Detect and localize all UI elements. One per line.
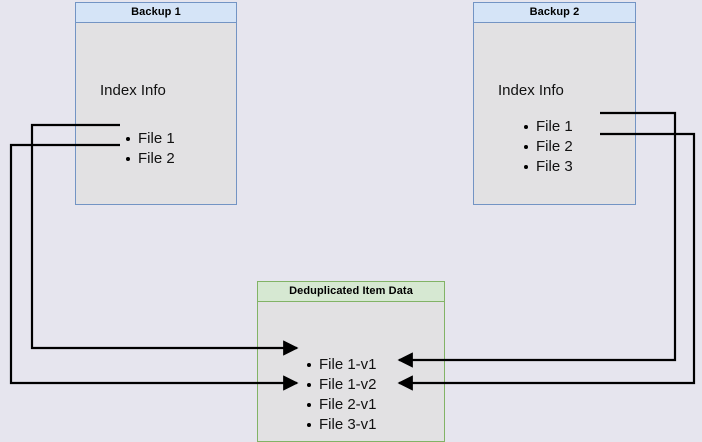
list-item: File 3-v1 <box>306 415 377 435</box>
node-backup-1-title: Backup 1 <box>76 3 236 23</box>
node-backup-1-file-list: File 1 File 2 <box>125 129 175 169</box>
node-backup-2[interactable]: Backup 2 Index Info File 1 File 2 File 3 <box>473 2 636 205</box>
list-item: File 2 <box>523 137 573 157</box>
node-deduplicated-item-data-title: Deduplicated Item Data <box>258 282 444 302</box>
node-deduplicated-item-data[interactable]: Deduplicated Item Data File 1-v1 File 1-… <box>257 281 445 442</box>
list-item: File 2 <box>125 149 175 169</box>
node-backup-2-title: Backup 2 <box>474 3 635 23</box>
list-item: File 1 <box>125 129 175 149</box>
list-item: File 1-v2 <box>306 375 377 395</box>
list-item: File 2-v1 <box>306 395 377 415</box>
node-deduplicated-item-data-file-list: File 1-v1 File 1-v2 File 2-v1 File 3-v1 <box>306 355 377 435</box>
node-backup-1[interactable]: Backup 1 Index Info File 1 File 2 <box>75 2 237 205</box>
node-backup-1-index-label: Index Info <box>100 82 166 99</box>
list-item: File 1 <box>523 117 573 137</box>
list-item: File 3 <box>523 157 573 177</box>
node-backup-2-file-list: File 1 File 2 File 3 <box>523 117 573 177</box>
list-item: File 1-v1 <box>306 355 377 375</box>
node-backup-2-index-label: Index Info <box>498 82 564 99</box>
